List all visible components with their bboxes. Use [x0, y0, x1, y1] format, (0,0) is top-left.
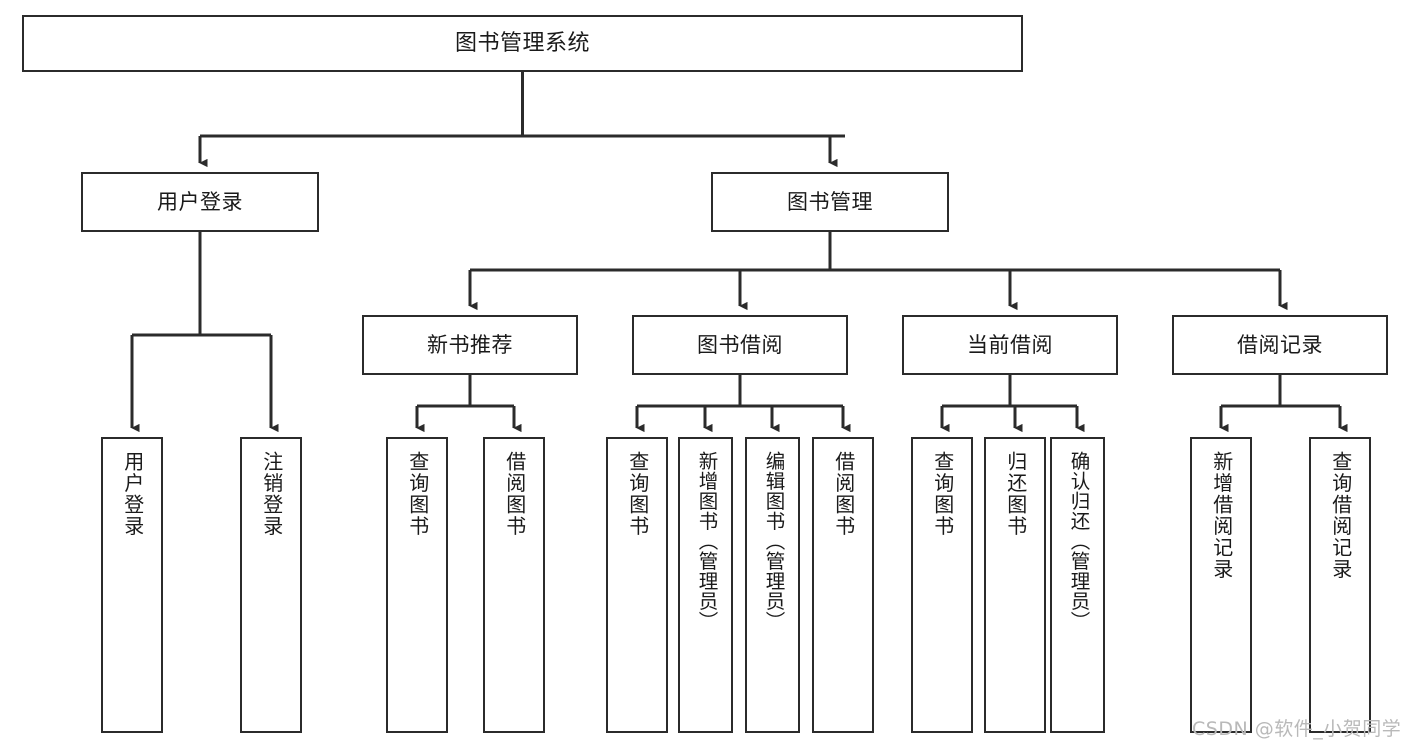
leaf-borrow-book-1-label: 借阅图书 [502, 451, 527, 537]
leaf-user-logout[interactable]: 注销登录 [240, 437, 302, 733]
leaf-add-book[interactable]: 新增图书（管理员） [678, 437, 733, 733]
node-book-manage-label: 图书管理 [787, 189, 873, 214]
leaf-edit-book-label: 编辑图书（管理员） [761, 451, 785, 631]
leaf-user-login[interactable]: 用户登录 [101, 437, 163, 733]
edge-borrowrecord-to-leaves [1219, 375, 1348, 433]
leaf-query-book-1[interactable]: 查询图书 [386, 437, 448, 733]
leaf-edit-book[interactable]: 编辑图书（管理员） [745, 437, 800, 733]
edge-bookmanage-to-level3 [468, 232, 1288, 311]
leaf-confirm-return-label: 确认归还（管理员） [1066, 451, 1090, 631]
leaf-add-book-label: 新增图书（管理员） [694, 451, 718, 631]
watermark-text: CSDN @软件_小贺同学 [1192, 718, 1402, 740]
leaf-return-book-label: 归还图书 [1003, 451, 1028, 537]
leaf-borrow-book-1[interactable]: 借阅图书 [483, 437, 545, 733]
node-borrow-record-label: 借阅记录 [1237, 332, 1323, 357]
leaf-query-book-3-label: 查询图书 [930, 451, 955, 537]
leaf-user-login-label: 用户登录 [120, 451, 145, 537]
edge-newbookrec-to-leaves [415, 375, 522, 433]
node-book-manage[interactable]: 图书管理 [711, 172, 949, 232]
leaf-user-logout-label: 注销登录 [259, 451, 284, 537]
node-root[interactable]: 图书管理系统 [22, 15, 1023, 72]
node-borrow-record[interactable]: 借阅记录 [1172, 315, 1388, 375]
leaf-query-book-3[interactable]: 查询图书 [911, 437, 973, 733]
leaf-borrow-book-2-label: 借阅图书 [831, 451, 856, 537]
edge-userlogin-to-leaves [130, 232, 279, 433]
node-current-borrow[interactable]: 当前借阅 [902, 315, 1118, 375]
leaf-query-book-2[interactable]: 查询图书 [606, 437, 668, 733]
node-user-login[interactable]: 用户登录 [81, 172, 319, 232]
node-root-label: 图书管理系统 [454, 30, 590, 56]
leaf-borrow-book-2[interactable]: 借阅图书 [812, 437, 874, 733]
leaf-return-book[interactable]: 归还图书 [984, 437, 1046, 733]
leaf-query-borrow-record[interactable]: 查询借阅记录 [1309, 437, 1371, 733]
leaf-query-book-1-label: 查询图书 [405, 451, 430, 537]
node-current-borrow-label: 当前借阅 [967, 332, 1053, 357]
leaf-add-borrow-record-label: 新增借阅记录 [1209, 451, 1234, 580]
edge-bookborrow-to-leaves [635, 375, 851, 433]
node-user-login-label: 用户登录 [157, 189, 243, 214]
node-new-book-recommend[interactable]: 新书推荐 [362, 315, 578, 375]
leaf-query-book-2-label: 查询图书 [625, 451, 650, 537]
edge-currentborrow-to-leaves [940, 375, 1085, 433]
node-new-book-recommend-label: 新书推荐 [427, 332, 513, 357]
leaf-query-borrow-record-label: 查询借阅记录 [1328, 451, 1353, 580]
node-book-borrow-label: 图书借阅 [697, 332, 783, 357]
leaf-confirm-return[interactable]: 确认归还（管理员） [1050, 437, 1105, 733]
edge-root-to-level2 [198, 72, 845, 168]
leaf-add-borrow-record[interactable]: 新增借阅记录 [1190, 437, 1252, 733]
node-book-borrow[interactable]: 图书借阅 [632, 315, 848, 375]
